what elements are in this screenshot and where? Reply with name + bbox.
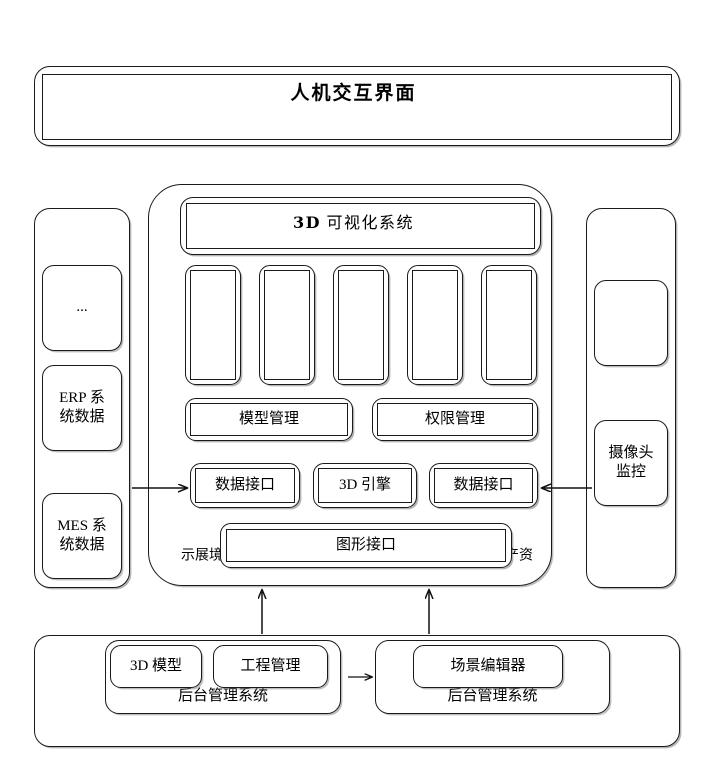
visualization-system-title: 3D 可视化系统 bbox=[0, 213, 707, 234]
backend-right-caption: 后台管理系统 bbox=[447, 688, 538, 704]
device-blank[interactable] bbox=[594, 280, 668, 366]
display-card-alarm-inner: 告警展示 bbox=[401, 270, 458, 562]
backend-project-management-label: 工程管理 bbox=[240, 657, 301, 674]
data-interface-left-label: 数据接口 bbox=[214, 476, 275, 493]
data-source-ellipsis[interactable]: ... bbox=[42, 265, 122, 351]
page-title: 人机交互界面 bbox=[290, 83, 417, 104]
visualization-system-title-text: 可视化系统 bbox=[321, 215, 415, 232]
data-source-ellipsis-label: ... bbox=[76, 299, 88, 316]
data-source-mes[interactable]: MES 系 统数据 bbox=[42, 493, 122, 579]
display-card-surveillance-inner: 监控展示 bbox=[327, 270, 384, 562]
model-management-inner: 模型管理 bbox=[190, 403, 348, 436]
graphics-interface-inner: 图形接口 bbox=[226, 529, 506, 562]
backend-3d-model-label: 3D 模型 bbox=[129, 657, 183, 674]
devices-column bbox=[586, 208, 676, 588]
data-source-mes-label: MES 系 统数据 bbox=[57, 517, 107, 554]
data-source-erp-label: ERP 系 统数据 bbox=[59, 389, 105, 426]
device-blank-label bbox=[595, 281, 667, 365]
model-management-label: 模型管理 bbox=[238, 410, 299, 427]
data-interface-right-inner: 数据接口 bbox=[434, 468, 533, 503]
permission-management-label: 权限管理 bbox=[424, 410, 485, 427]
device-camera-monitor[interactable]: 摄像头 监控 bbox=[594, 420, 668, 506]
backend-project-management-box[interactable]: 工程管理 bbox=[213, 645, 328, 688]
data-interface-left-inner: 数据接口 bbox=[195, 468, 295, 503]
device-camera-monitor-label: 摄像头 监控 bbox=[608, 444, 654, 481]
permission-management-inner: 权限管理 bbox=[377, 403, 533, 436]
backend-scene-editor-label: 场景编辑器 bbox=[450, 657, 526, 674]
display-card-asset-inner: 资产展示 bbox=[475, 270, 532, 562]
visualization-system-title-prefix: 3D bbox=[292, 213, 321, 232]
graphics-interface-label: 图形接口 bbox=[335, 536, 396, 553]
display-card-video-inner: 视频展示 bbox=[253, 270, 310, 562]
data-interface-right-label: 数据接口 bbox=[453, 476, 514, 493]
data-source-erp[interactable]: ERP 系 统数据 bbox=[42, 365, 122, 451]
backend-left-caption: 后台管理系统 bbox=[177, 688, 268, 704]
backend-scene-editor-box[interactable]: 场景编辑器 bbox=[413, 645, 563, 688]
backend-3d-model-box[interactable]: 3D 模型 bbox=[110, 645, 202, 688]
display-card-environment-inner: 环境展示 bbox=[179, 270, 236, 562]
engine-3d-label: 3D 引擎 bbox=[338, 476, 392, 493]
engine-3d-inner: 3D 引擎 bbox=[318, 468, 412, 503]
visualization-system-header-inner bbox=[186, 203, 535, 249]
human-machine-interface-inner bbox=[42, 74, 672, 140]
